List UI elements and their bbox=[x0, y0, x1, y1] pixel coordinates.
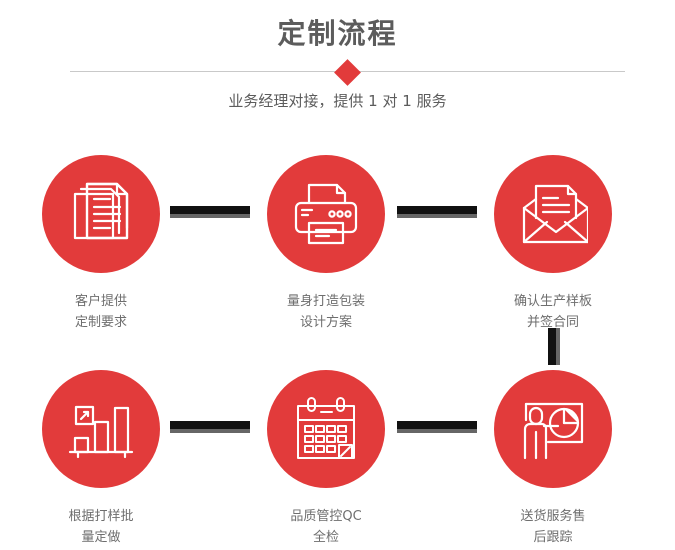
connector-horizontal-1 bbox=[170, 206, 250, 218]
page-subtitle: 业务经理对接，提供 1 对 1 服务 bbox=[228, 92, 447, 110]
step-icon-circle bbox=[42, 370, 160, 488]
connector-horizontal-3 bbox=[170, 421, 250, 433]
process-step-2[interactable]: 量身打造包装 设计方案 bbox=[236, 155, 416, 333]
bar-chart-growth-icon bbox=[68, 397, 134, 461]
diamond-icon bbox=[334, 58, 361, 86]
process-flow: 客户提供 定制要求 量身打造包装 设计方案 bbox=[0, 140, 675, 550]
process-step-3[interactable]: 确认生产样板 并签合同 bbox=[463, 155, 643, 333]
step-label: 品质管控QC 全检 bbox=[290, 509, 362, 545]
page-header: 定制流程 业务经理对接，提供 1 对 1 服务 bbox=[0, 0, 675, 128]
connector-shadow bbox=[397, 214, 477, 218]
connector-bar bbox=[170, 206, 250, 214]
connector-horizontal-2 bbox=[397, 206, 477, 218]
step-icon-circle bbox=[494, 155, 612, 273]
process-step-4[interactable]: 根据打样批 量定做 bbox=[11, 370, 191, 548]
connector-horizontal-4 bbox=[397, 421, 477, 433]
step-label: 送货服务售 后跟踪 bbox=[520, 509, 586, 545]
step-icon-circle bbox=[267, 155, 385, 273]
envelope-document-icon bbox=[518, 182, 588, 246]
presenter-pie-chart-icon bbox=[518, 396, 588, 462]
documents-stack-icon bbox=[67, 180, 135, 248]
connector-bar bbox=[170, 421, 250, 429]
connector-shadow bbox=[397, 429, 477, 433]
calendar-check-icon bbox=[292, 396, 360, 462]
printer-icon bbox=[291, 181, 361, 247]
process-step-1[interactable]: 客户提供 定制要求 bbox=[11, 155, 191, 333]
step-icon-circle bbox=[267, 370, 385, 488]
connector-shadow bbox=[556, 328, 560, 365]
step-label: 根据打样批 量定做 bbox=[68, 509, 134, 545]
connector-vertical-1 bbox=[548, 328, 560, 365]
connector-bar bbox=[548, 328, 556, 365]
connector-bar bbox=[397, 421, 477, 429]
step-label: 客户提供 定制要求 bbox=[74, 294, 127, 330]
connector-shadow bbox=[170, 214, 250, 218]
title-divider bbox=[70, 58, 625, 86]
connector-bar bbox=[397, 206, 477, 214]
connector-shadow bbox=[170, 429, 250, 433]
step-icon-circle bbox=[42, 155, 160, 273]
step-label: 确认生产样板 并签合同 bbox=[513, 294, 592, 330]
step-icon-circle bbox=[494, 370, 612, 488]
process-step-5[interactable]: 品质管控QC 全检 bbox=[236, 370, 416, 548]
page-title: 定制流程 bbox=[277, 17, 398, 50]
process-step-6[interactable]: 送货服务售 后跟踪 bbox=[463, 370, 643, 548]
step-label: 量身打造包装 设计方案 bbox=[286, 294, 365, 330]
